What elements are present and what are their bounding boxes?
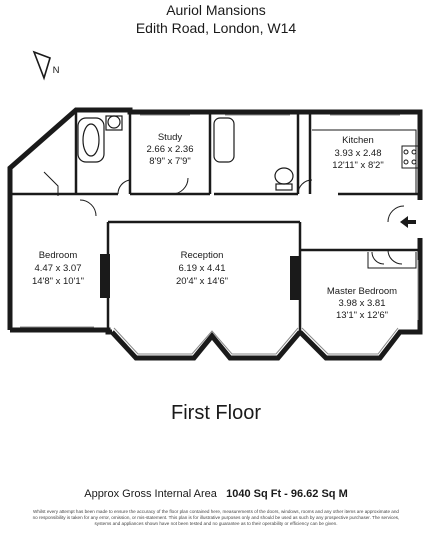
room-reception: Reception 6.19 x 4.41 20'4" x 14'6" [176, 250, 228, 287]
chimney-breasts [100, 254, 300, 300]
bedroom-metric: 4.47 x 3.07 [34, 263, 81, 274]
reception-metric: 6.19 x 4.41 [178, 263, 225, 274]
area-label: Approx Gross Internal Area [84, 488, 217, 500]
hob-icon [401, 145, 419, 169]
floor-plan: N [7, 50, 423, 361]
toilet-icon [274, 167, 294, 191]
door-swings [79, 177, 405, 265]
study-name: Study [158, 132, 183, 143]
room-master-bedroom: Master Bedroom 3.98 x 3.81 13'1" x 12'6" [327, 286, 397, 321]
master-metric: 3.98 x 3.81 [338, 298, 385, 309]
bath-tub-icon [77, 117, 105, 163]
kitchen-counter [312, 129, 417, 194]
master-name: Master Bedroom [327, 286, 397, 297]
room-bedroom: Bedroom 4.47 x 3.07 14'8" x 10'1" [32, 250, 84, 287]
gross-area: Approx Gross Internal Area 1040 Sq Ft - … [0, 488, 432, 500]
reception-imperial: 20'4" x 14'6" [176, 276, 228, 287]
bedroom-imperial: 14'8" x 10'1" [32, 276, 84, 287]
property-address: Edith Road, London, W14 [135, 20, 297, 36]
property-name: Auriol Mansions [166, 2, 266, 18]
study-metric: 2.66 x 2.36 [146, 144, 193, 155]
basin-icon [105, 115, 123, 131]
study-imperial: 8'9" x 7'9" [149, 156, 191, 167]
kitchen-metric: 3.93 x 2.48 [334, 148, 381, 159]
second-bath-icon [213, 117, 235, 163]
kitchen-name: Kitchen [342, 135, 374, 146]
disclaimer-text: Whilst every attempt has been made to en… [32, 509, 400, 526]
outer-walls [7, 107, 423, 361]
windows [20, 114, 419, 355]
kitchen-imperial: 12'11" x 8'2" [332, 160, 383, 171]
reception-name: Reception [181, 250, 224, 261]
room-kitchen: Kitchen 3.93 x 2.48 12'11" x 8'2" [332, 135, 383, 171]
room-study: Study 2.66 x 2.36 8'9" x 7'9" [146, 132, 193, 167]
wardrobe [43, 171, 417, 269]
master-imperial: 13'1" x 12'6" [336, 310, 388, 321]
compass-icon: N [32, 50, 60, 81]
bedroom-name: Bedroom [39, 250, 78, 261]
entrance-arrow-icon [400, 216, 416, 228]
floor-label: First Floor [171, 402, 261, 424]
area-value: 1040 Sq Ft - 96.62 Sq M [226, 488, 348, 500]
north-label: N [53, 65, 60, 76]
